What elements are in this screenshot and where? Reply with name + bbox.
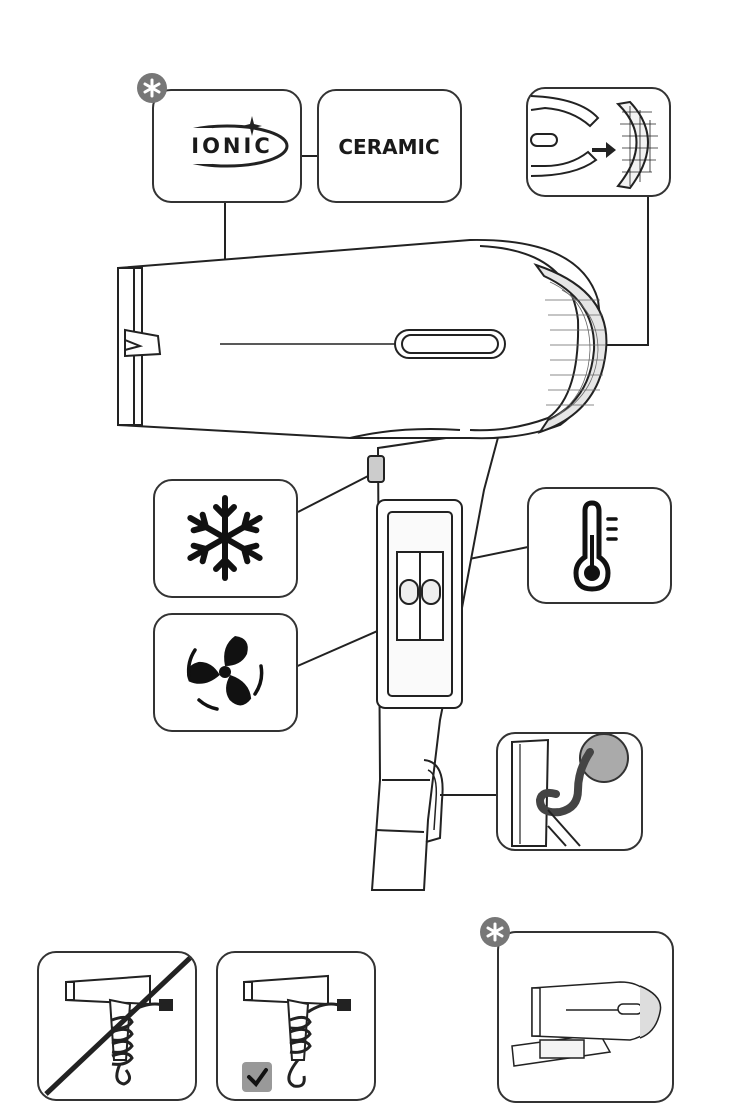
ionic-panel: IONIC <box>152 89 302 203</box>
fan-icon <box>186 636 264 711</box>
thermometer-icon <box>573 500 618 592</box>
ceramic-label: CERAMIC <box>338 135 439 159</box>
removable-filter-icon <box>530 95 658 190</box>
ionic-label: IONIC <box>191 134 272 158</box>
cord-right-panel <box>216 951 376 1101</box>
cord-wrong-panel <box>37 951 197 1101</box>
hair-dryer-main <box>117 238 608 891</box>
rear-grille-mesh <box>545 281 606 421</box>
snowflake-icon <box>187 495 263 581</box>
arrow-right-icon <box>592 142 616 158</box>
prohibited-slash <box>44 956 192 1096</box>
filter-panel <box>526 87 671 197</box>
folded-dryer-icon <box>511 981 662 1067</box>
folded-dryer-panel <box>497 931 674 1103</box>
sparkle-icon <box>242 116 262 136</box>
ceramic-panel: CERAMIC <box>317 89 462 203</box>
hang-loop-panel <box>496 732 643 851</box>
speed-panel <box>153 613 298 732</box>
asterisk-badge-icon <box>480 917 510 947</box>
cold-shot-panel <box>153 479 298 598</box>
hanging-loop-icon <box>511 733 629 847</box>
heat-panel <box>527 487 672 604</box>
checkmark-icon <box>242 1062 272 1092</box>
asterisk-badge-icon <box>137 73 167 103</box>
cord-loose-approved-icon <box>243 974 351 1088</box>
cord-wrapped-prohibited-icon <box>65 974 173 1086</box>
